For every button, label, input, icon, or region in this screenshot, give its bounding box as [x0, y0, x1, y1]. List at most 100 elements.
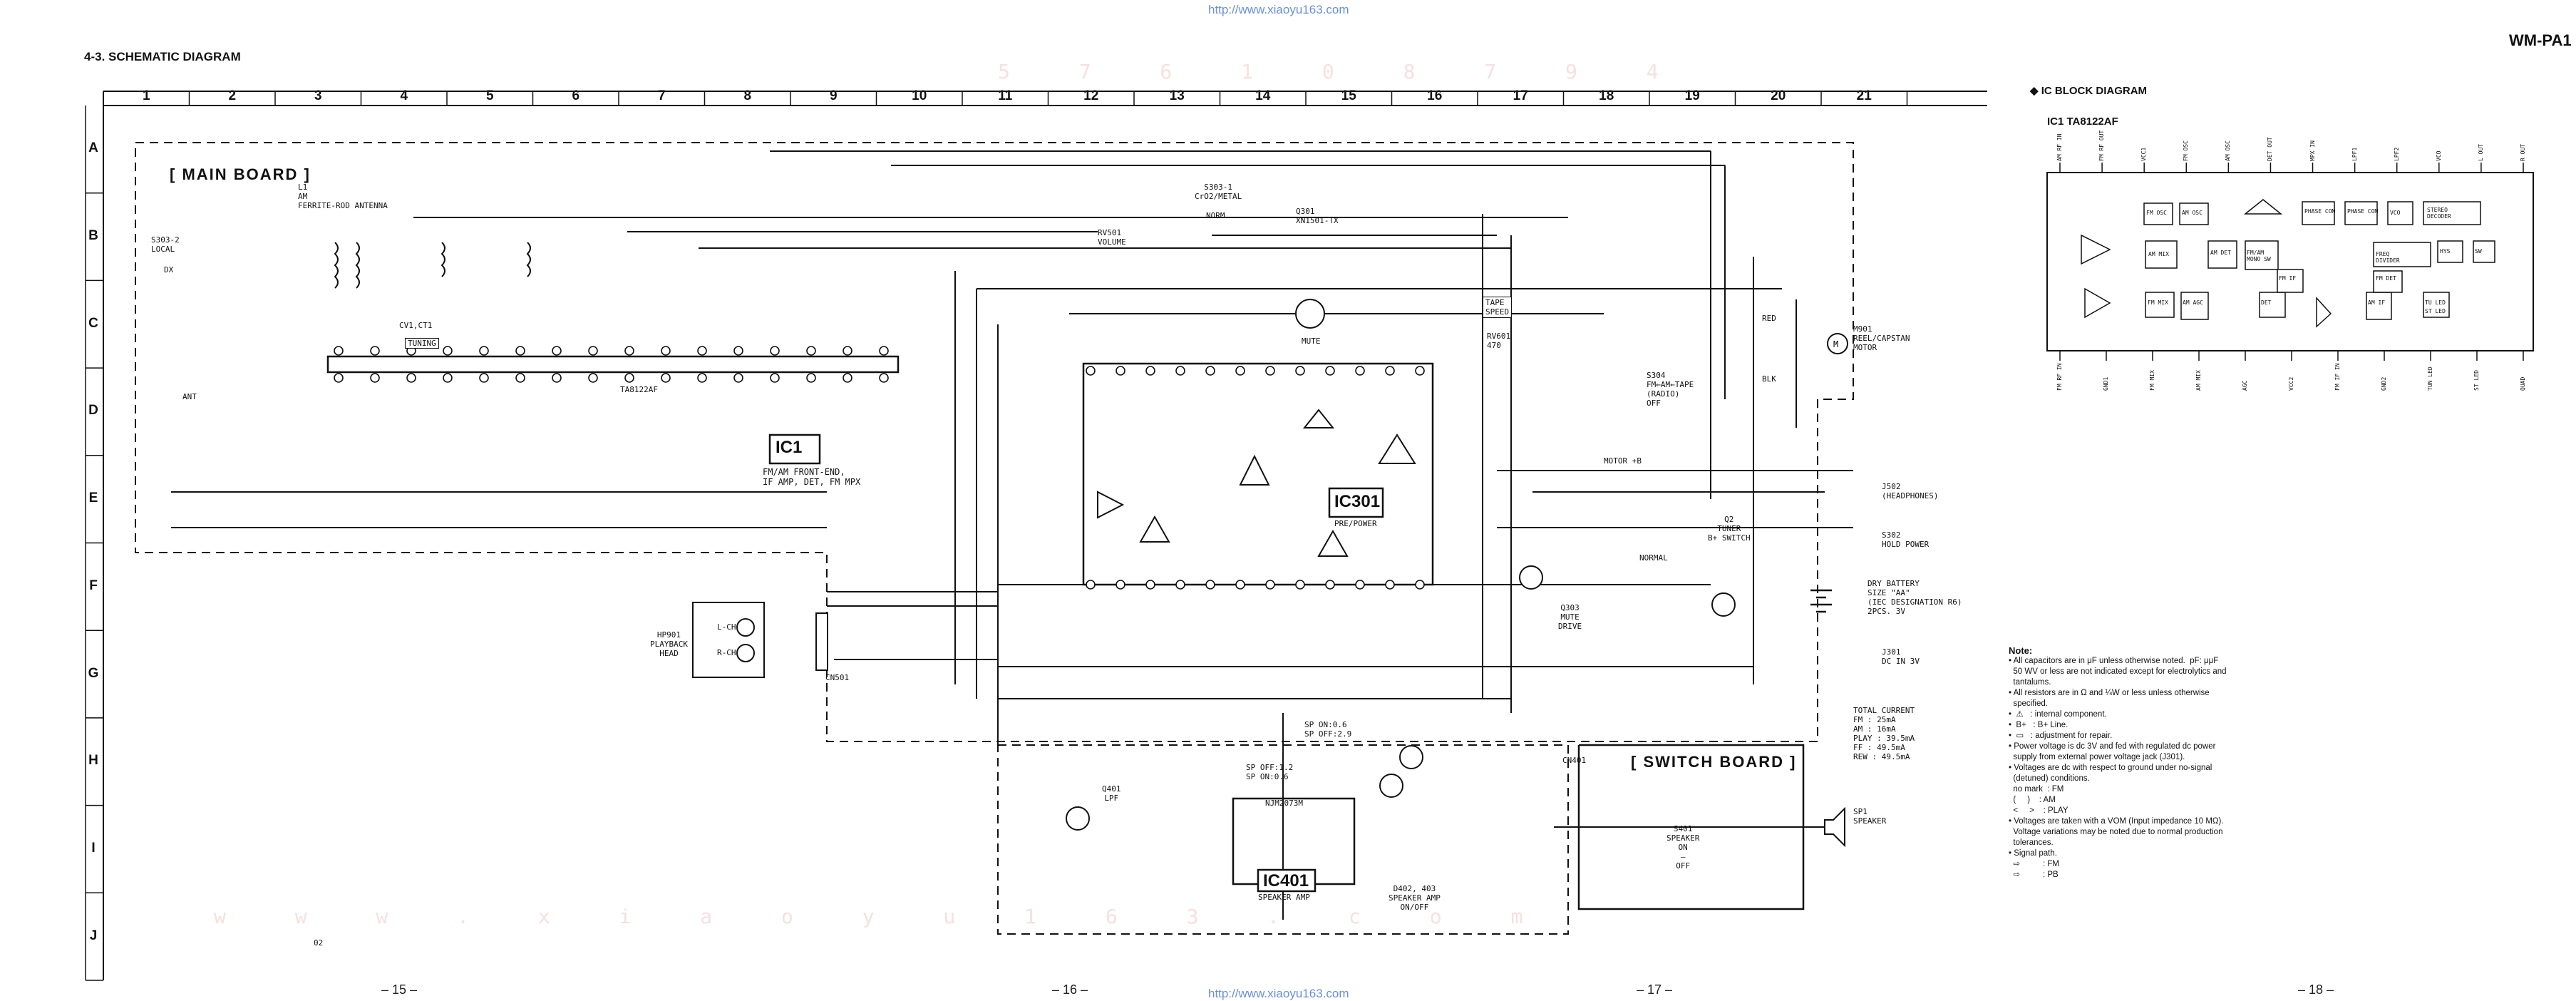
main-board-title: [ MAIN BOARD ] [170, 165, 311, 183]
ic301-pin [1205, 366, 1215, 376]
ic1-pin [843, 346, 852, 356]
ic1-pin [879, 373, 889, 383]
grid-column-6: 6 [572, 88, 580, 103]
grid-column-18: 18 [1599, 88, 1614, 103]
volume-label: RV501 VOLUME [1098, 228, 1126, 247]
grid-row-I: I [91, 840, 96, 856]
bottom-url: http://www.xiaoyu163.com [1208, 987, 1349, 1000]
block-label: FREQ DIVIDER [2376, 251, 2400, 264]
ic301-pin [1116, 366, 1125, 376]
block-label: AM IF [2368, 299, 2386, 306]
speaker-symbol [1824, 806, 1845, 848]
antenna-coil [334, 242, 531, 289]
block-bottom-pin-label: QUAD [2520, 376, 2526, 391]
grid-row-E: E [88, 491, 98, 506]
block-label: PHASE COM [2347, 208, 2379, 215]
section-title: 4-3. SCHEMATIC DIAGRAM [84, 50, 241, 63]
note-item: ⇨ : PB [2009, 871, 2059, 879]
ic301-amps [1097, 409, 1416, 557]
grid-column-15: 15 [1341, 88, 1356, 103]
grid-frame [85, 91, 1987, 980]
block-label: FM MIX [2148, 299, 2168, 306]
playback-head-label: HP901 PLAYBACK HEAD [650, 630, 688, 658]
ic1-pin [624, 346, 634, 356]
grid-column-5: 5 [485, 88, 494, 103]
grid-column-2: 2 [228, 88, 237, 103]
playback-head-symbol [692, 602, 828, 678]
grid-column-7: 7 [657, 88, 666, 103]
grid-column-13: 13 [1169, 88, 1185, 103]
ic1-pin [697, 346, 707, 356]
cv-label: CV1,CT1 [399, 321, 433, 330]
grid-row-F: F [89, 578, 98, 593]
ic1-label: IC1 [776, 438, 803, 457]
block-diagram-title-text: IC BLOCK DIAGRAM [2041, 85, 2148, 97]
sp-off-label: SP OFF:1.2 SP ON:0.6 [1246, 763, 1294, 781]
ic301-description: PRE/POWER [1334, 519, 1377, 528]
grid-row-C: C [88, 315, 98, 331]
ic1-pin [552, 346, 562, 356]
ic301-pin [1325, 580, 1335, 590]
speaker-amp-switch-label: D402, 403 SPEAKER AMP ON/OFF [1389, 884, 1441, 912]
ic1-pin [370, 373, 380, 383]
block-bottom-pin-label: GND2 [2381, 376, 2387, 391]
red-wire-label: RED [1762, 314, 1776, 323]
ic301-pin [1235, 580, 1245, 590]
ic301-body [1082, 362, 1434, 586]
ic1-pin [879, 346, 889, 356]
block-label: VCO [2390, 210, 2401, 216]
total-current-label: TOTAL CURRENT FM : 25mA AM : 16mA PLAY :… [1853, 706, 1915, 761]
note-item: • Power voltage is dc 3V and fed with re… [2009, 742, 2216, 751]
block-label: TU LED [2425, 299, 2446, 306]
grid-column-10: 10 [912, 88, 927, 103]
cro2-switch-label: S303-1 CrO2/METAL [1195, 183, 1242, 201]
notes-panel: Note: • All capacitors are in μF unless … [2009, 645, 2294, 881]
ic1-pin [334, 373, 344, 383]
ic1-pin [443, 346, 453, 356]
block-label: FM DET [2376, 275, 2396, 282]
ic1-pin [661, 346, 671, 356]
ic1-pin [770, 346, 780, 356]
ic301-pin [1235, 366, 1245, 376]
cn501-label: CN501 [825, 673, 850, 682]
tape-speed-rv-label: RV601 470 [1487, 332, 1511, 350]
ic301-label: IC301 [1334, 492, 1381, 511]
ic301-pin [1145, 580, 1155, 590]
note-item: Voltage variations may be noted due to n… [2009, 828, 2223, 836]
ic1-pin [588, 373, 598, 383]
block-label: FM/AM MONO SW [2247, 250, 2271, 262]
note-item: no mark : FM [2009, 785, 2064, 794]
ic1-pin [334, 346, 344, 356]
transistor-symbols [1066, 299, 1736, 831]
speaker-amp-area [997, 744, 1569, 935]
note-item: • Voltages are taken with a VOM (Input i… [2009, 817, 2224, 826]
right-channel-label: R-CH [717, 648, 736, 657]
block-top-pin-label: LPF2 [2393, 147, 2400, 161]
watermark: w w w . x i a o y u 1 6 3 . c o m 5 7 6 … [214, 60, 1659, 928]
grid-column-1: 1 [142, 88, 150, 103]
ic301-pin [1385, 580, 1395, 590]
grid-column-16: 16 [1427, 88, 1443, 103]
block-bottom-pin-label: FM RF IN [2056, 363, 2063, 391]
page-number-15: – 15 – [381, 982, 418, 997]
grid-column-11: 11 [998, 88, 1013, 103]
grid-row-A: A [88, 140, 98, 156]
ic301-pin [1325, 366, 1335, 376]
grid-column-12: 12 [1083, 88, 1099, 103]
ic1-description: FM/AM FRONT-END, IF AMP, DET, FM MPX [763, 467, 861, 487]
block-label: FM IF [2279, 275, 2297, 282]
page-number-16: – 16 – [1052, 982, 1088, 997]
grid-column-8: 8 [743, 88, 752, 103]
grid-column-4: 4 [400, 88, 408, 103]
ic1-pin [370, 346, 380, 356]
top-url: http://www.xiaoyu163.com [1208, 3, 1349, 16]
block-label: SW [2475, 248, 2482, 255]
ic301-pin [1295, 580, 1305, 590]
ic301-pin [1086, 580, 1096, 590]
ic301-pin [1355, 580, 1365, 590]
q02-label: 02 [314, 938, 324, 948]
grid-column-19: 19 [1684, 88, 1700, 103]
block-label: ST LED [2425, 308, 2446, 314]
block-top-pin-label: MPX IN [2309, 140, 2316, 161]
block-top-pin-label: L OUT [2477, 143, 2484, 161]
